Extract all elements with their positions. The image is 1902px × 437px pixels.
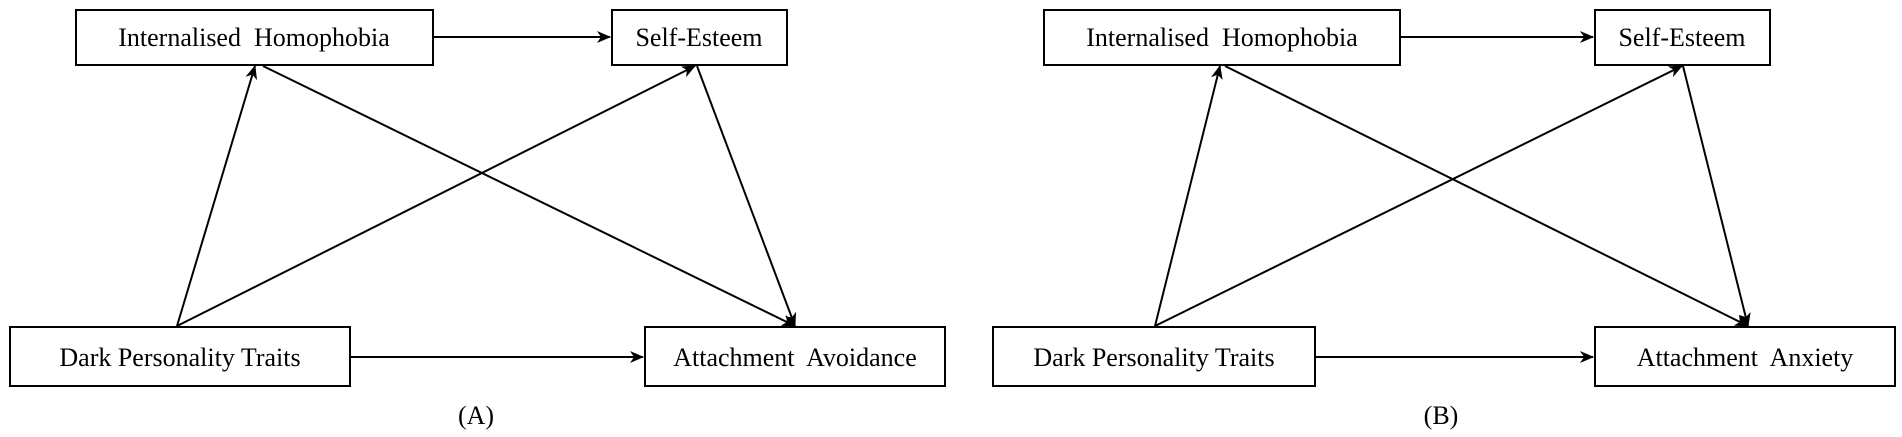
- node-dark-personality-traits: Dark Personality Traits: [992, 326, 1316, 387]
- node-label: Internalised Homophobia: [118, 23, 390, 52]
- panel-a: Internalised Homophobia Self-Esteem Dark…: [9, 9, 946, 430]
- edge-homophobia-to-outcome: [1224, 65, 1749, 327]
- edge-homophobia-to-outcome: [262, 65, 796, 327]
- node-label: Attachment Anxiety: [1637, 343, 1854, 372]
- node-attachment-anxiety: Attachment Anxiety: [1594, 326, 1896, 387]
- edge-dark-traits-to-self-esteem: [176, 65, 696, 327]
- node-internalised-homophobia: Internalised Homophobia: [75, 9, 434, 66]
- edge-dark-traits-to-homophobia: [1154, 65, 1223, 327]
- panel-b: Internalised Homophobia Self-Esteem Dark…: [992, 9, 1896, 430]
- node-label: Self-Esteem: [635, 23, 762, 52]
- node-label: Self-Esteem: [1618, 23, 1745, 52]
- panel-label-a: (A): [458, 401, 494, 430]
- node-self-esteem: Self-Esteem: [611, 9, 788, 66]
- panel-label-b: (B): [1424, 401, 1459, 430]
- node-self-esteem: Self-Esteem: [1594, 9, 1771, 66]
- edge-dark-traits-to-homophobia: [176, 65, 258, 327]
- node-internalised-homophobia: Internalised Homophobia: [1043, 9, 1401, 66]
- edge-self-esteem-to-outcome: [696, 65, 797, 327]
- node-dark-personality-traits: Dark Personality Traits: [9, 326, 351, 387]
- node-label: Dark Personality Traits: [59, 343, 300, 372]
- edge-dark-traits-to-self-esteem: [1154, 65, 1683, 327]
- node-label: Dark Personality Traits: [1033, 343, 1274, 372]
- node-attachment-avoidance: Attachment Avoidance: [644, 326, 946, 387]
- node-label: Internalised Homophobia: [1086, 23, 1358, 52]
- node-label: Attachment Avoidance: [673, 343, 917, 372]
- edge-self-esteem-to-outcome: [1682, 65, 1751, 327]
